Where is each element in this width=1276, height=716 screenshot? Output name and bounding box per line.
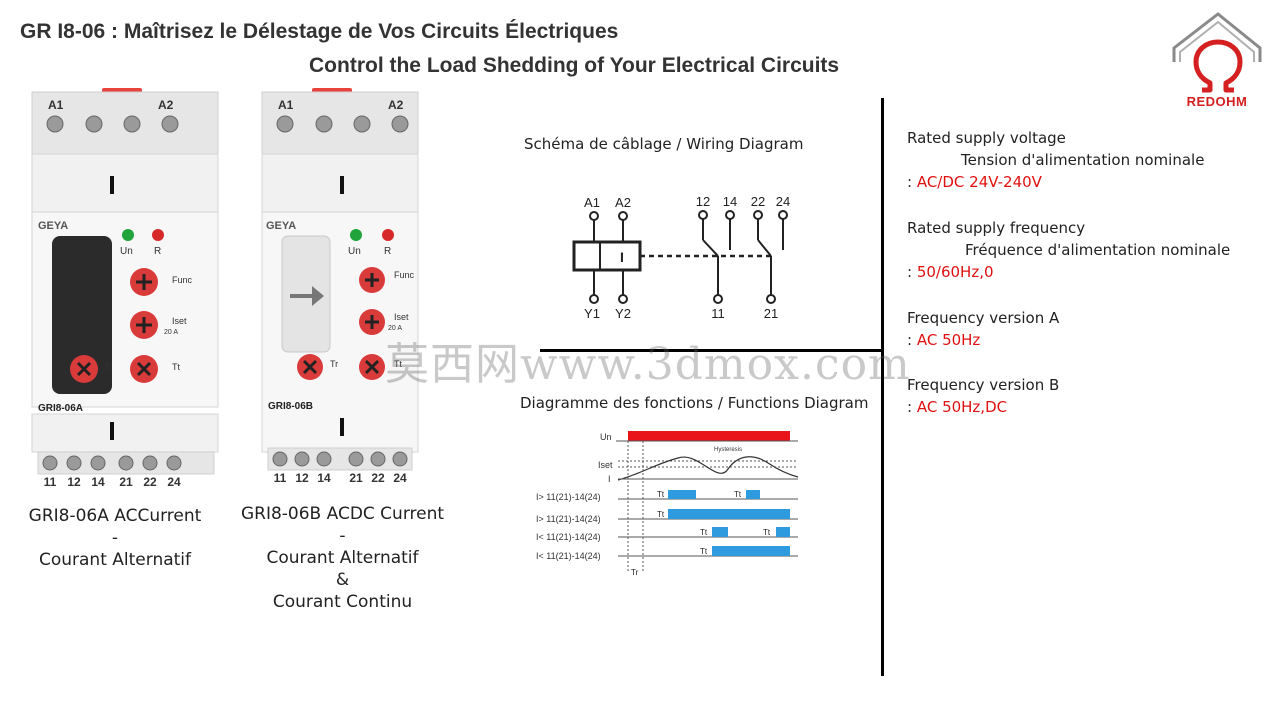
svg-text:21: 21 — [349, 471, 363, 485]
redohm-logo: REDOHM — [1172, 12, 1262, 109]
svg-text:Un: Un — [600, 432, 612, 442]
svg-text:Un: Un — [120, 246, 133, 257]
svg-text:A2: A2 — [158, 98, 174, 112]
device-b-caption-line: - — [339, 526, 346, 546]
device-a-caption-line: - — [111, 528, 119, 548]
page-title-english: Control the Load Shedding of Your Electr… — [309, 54, 840, 77]
device-a-caption: GRI8-06A ACCurrent - Courant Alternatif — [20, 505, 210, 571]
spec-label-en: Frequency version A — [907, 309, 1060, 327]
spec-value: AC 50Hz — [916, 331, 981, 349]
spec-supply-voltage: Rated supply voltage Tension d'alimentat… — [907, 129, 1205, 191]
svg-text:I< 11(21)-14(24): I< 11(21)-14(24) — [536, 551, 601, 561]
device-b-caption-line: & — [335, 570, 350, 590]
horizontal-divider — [540, 349, 883, 352]
svg-text:R: R — [154, 246, 161, 257]
svg-text:Func: Func — [394, 270, 415, 280]
svg-text:24: 24 — [167, 475, 181, 488]
spec-label-en: Rated supply frequency — [907, 219, 1086, 237]
svg-text:11: 11 — [274, 471, 287, 485]
svg-text:20 A: 20 A — [388, 325, 402, 332]
svg-text:24: 24 — [393, 471, 407, 485]
svg-text:I< 11(21)-14(24): I< 11(21)-14(24) — [536, 532, 601, 542]
svg-text:A2: A2 — [388, 98, 404, 112]
svg-text:Iset: Iset — [172, 316, 187, 326]
svg-text:I: I — [608, 474, 611, 484]
svg-text:Tt: Tt — [734, 490, 742, 499]
svg-text:Func: Func — [172, 275, 193, 285]
page-title-french: GR I8-06 : Maîtrisez le Délestage de Vos… — [20, 20, 619, 43]
spec-label-fr: Tension d'alimentation nominale — [961, 151, 1205, 169]
svg-text:Tt: Tt — [172, 362, 180, 372]
device-b-caption-line: Courant Continu — [272, 592, 413, 612]
spec-value: 50/60Hz,0 — [916, 263, 994, 281]
supply-bar — [628, 431, 790, 441]
svg-text:24: 24 — [776, 194, 790, 209]
svg-text:22: 22 — [751, 194, 765, 209]
svg-text:Tr: Tr — [104, 362, 112, 372]
svg-text:A1: A1 — [48, 98, 64, 112]
svg-text:22: 22 — [371, 471, 385, 485]
svg-text:12: 12 — [696, 194, 710, 209]
wiring-diagram: A1 A2 12 14 22 24 Y1 Y2 11 21 I — [572, 194, 790, 321]
svg-text:12: 12 — [67, 475, 81, 488]
svg-text:12: 12 — [295, 471, 309, 485]
svg-text:Iset: Iset — [394, 312, 409, 322]
device-b-caption-line: GRI8-06B ACDC Current — [240, 504, 445, 524]
svg-text:I> 11(21)-14(24): I> 11(21)-14(24) — [536, 514, 601, 524]
svg-text:20 A: 20 A — [164, 329, 178, 336]
svg-text:GRI8-06A: GRI8-06A — [38, 403, 83, 414]
vertical-divider — [881, 98, 884, 676]
svg-text:Tt: Tt — [657, 490, 665, 499]
svg-text:Tt: Tt — [700, 528, 708, 537]
functions-diagram-title: Diagramme des fonctions / Functions Diag… — [520, 394, 869, 412]
spec-value: AC/DC 24V-240V — [916, 173, 1042, 191]
svg-text:14: 14 — [317, 471, 331, 485]
spec-frequency-version-b: Frequency version B : AC 50Hz,DC — [907, 376, 1060, 416]
svg-text:Tt: Tt — [394, 359, 402, 369]
spec-supply-frequency: Rated supply frequency Fréquence d'alime… — [907, 219, 1231, 281]
svg-text:21: 21 — [764, 306, 778, 321]
device-b-caption-line: Courant Alternatif — [266, 548, 419, 568]
svg-text:GEYA: GEYA — [266, 220, 296, 232]
svg-text:Tr: Tr — [330, 359, 338, 369]
spec-frequency-version-a: Frequency version A : AC 50Hz — [907, 309, 1060, 349]
svg-text:Tt: Tt — [657, 510, 665, 519]
functions-diagram: Un Iset I I> 11(21)-14(24) I> 11(21)-14(… — [536, 431, 799, 577]
svg-text:A2: A2 — [615, 195, 631, 210]
wiring-diagram-title: Schéma de câblage / Wiring Diagram — [524, 135, 804, 153]
svg-text:GEYA: GEYA — [38, 220, 68, 232]
device-a-caption-line: Courant Alternatif — [38, 550, 192, 570]
svg-text:A1: A1 — [584, 195, 600, 210]
svg-text:11: 11 — [711, 306, 725, 321]
device-a-caption-line: GRI8-06A ACCurrent — [28, 506, 202, 526]
svg-text:A1: A1 — [278, 98, 294, 112]
spec-label-en: Rated supply voltage — [907, 129, 1066, 147]
svg-text:Hysteresis: Hysteresis — [714, 447, 742, 453]
svg-text:11: 11 — [44, 475, 57, 488]
svg-text:Tt: Tt — [763, 528, 771, 537]
svg-text:22: 22 — [143, 475, 157, 488]
spec-label-fr: Fréquence d'alimentation nominale — [965, 241, 1231, 259]
svg-text:Tr: Tr — [631, 568, 639, 577]
device-a-image: A1 A2 GEYA Un R Func Iset 20 A Tr Tt GRI… — [31, 88, 219, 488]
svg-text:I> 11(21)-14(24): I> 11(21)-14(24) — [536, 492, 601, 502]
watermark: 莫西网www.3dmox.com — [385, 339, 911, 390]
svg-text:14: 14 — [91, 475, 105, 488]
svg-text:R: R — [384, 246, 391, 257]
svg-text:Y2: Y2 — [615, 306, 631, 321]
spec-label-en: Frequency version B — [907, 376, 1060, 394]
svg-text:Iset: Iset — [598, 460, 613, 470]
svg-text:GRI8-06B: GRI8-06B — [268, 401, 313, 412]
svg-text:21: 21 — [119, 475, 133, 488]
svg-text:I: I — [620, 249, 624, 265]
device-b-image: A1 A2 GEYA Un R Func Iset 20 A Tr Tt GRI… — [261, 88, 419, 485]
svg-text:Un: Un — [348, 246, 361, 257]
svg-text:14: 14 — [723, 194, 737, 209]
svg-text:Y1: Y1 — [584, 306, 600, 321]
svg-text:Tt: Tt — [700, 547, 708, 556]
spec-value: AC 50Hz,DC — [916, 398, 1008, 416]
device-b-caption: GRI8-06B ACDC Current - Courant Alternat… — [230, 503, 455, 613]
logo-text: REDOHM — [1187, 94, 1248, 109]
